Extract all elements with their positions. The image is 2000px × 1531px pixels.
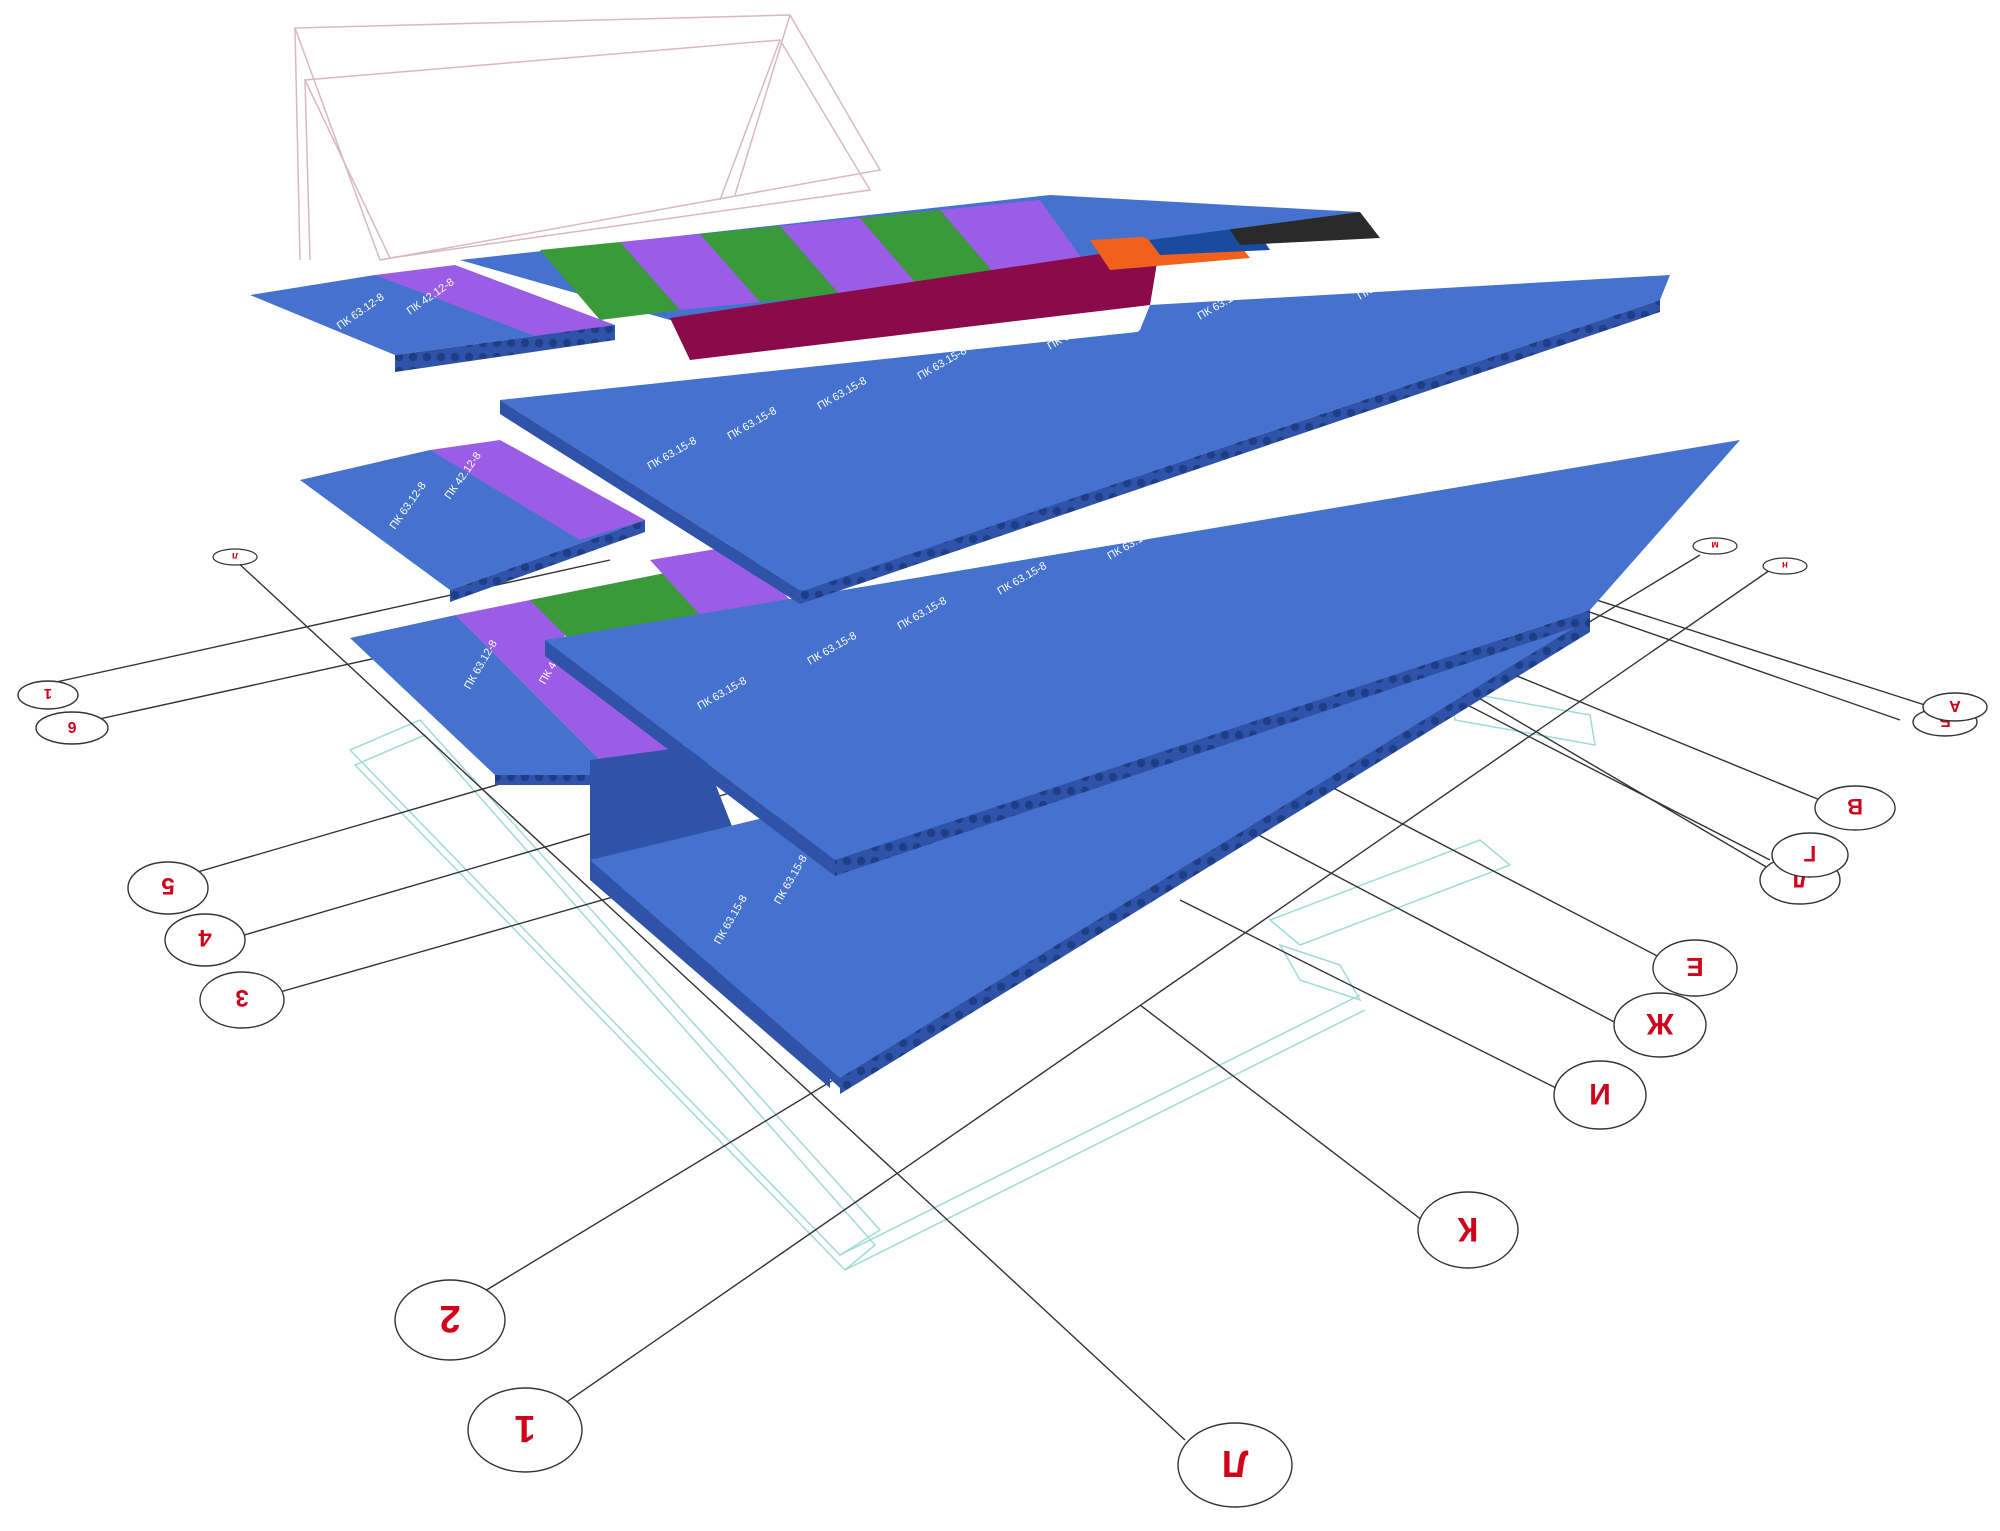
axis-label: н bbox=[1782, 559, 1788, 570]
axis-label: Ж bbox=[1646, 1007, 1675, 1040]
axis-label: Е bbox=[1686, 952, 1703, 982]
axis-marker-Zh: Ж bbox=[1613, 992, 1707, 1058]
axis-label: 5 bbox=[161, 872, 174, 899]
axis-label: 1 bbox=[514, 1407, 535, 1449]
axis-marker-I: И bbox=[1553, 1060, 1647, 1130]
slab-label: ПК 63.15-8 bbox=[1226, 485, 1279, 523]
slab-label: ПК 63.15-8 bbox=[1496, 240, 1549, 278]
axis-marker-2: 2 bbox=[394, 1279, 506, 1361]
axis-label: В bbox=[1847, 794, 1863, 819]
axis-label: 6 bbox=[67, 718, 76, 735]
axis-marker-1-small: 1 bbox=[17, 680, 79, 710]
axis-marker-G: Г bbox=[1771, 832, 1849, 878]
axis-markers: 1 6 5 4 3 2 1 Л bbox=[17, 537, 1988, 1508]
axis-marker-E: Е bbox=[1652, 939, 1738, 997]
axis-marker-tiny-right-1: м bbox=[1692, 537, 1738, 555]
foundation-outline bbox=[348, 689, 1596, 1272]
axis-marker-V: В bbox=[1814, 785, 1896, 831]
axis-label: 4 bbox=[198, 924, 212, 951]
axis-marker-3: 3 bbox=[199, 971, 285, 1029]
axis-marker-L: Л bbox=[1177, 1422, 1293, 1508]
axis-marker-K: К bbox=[1417, 1191, 1519, 1269]
axis-label: 2 bbox=[439, 1297, 460, 1339]
slab-label: ПК 63.15-8 bbox=[1476, 415, 1529, 453]
axis-label: И bbox=[1589, 1077, 1611, 1110]
axis-marker-4: 4 bbox=[164, 913, 246, 967]
axis-label: л bbox=[232, 550, 238, 561]
axis-marker-tiny-left: л bbox=[212, 548, 258, 566]
axis-marker-5: 5 bbox=[127, 861, 209, 915]
axis-label: Л bbox=[1222, 1442, 1249, 1484]
axis-label: 1 bbox=[44, 685, 52, 702]
floor-level-3: ПК 63.12-8 ПК 42.12-8 ПК 63.15-8 ПК 63.1… bbox=[350, 598, 1590, 1094]
floor-level-1: ПК 63.12-8 ПК 42.12-8 ПК 63.15-8 ПК 63.1… bbox=[250, 195, 1670, 604]
axis-label: К bbox=[1457, 1210, 1478, 1248]
axis-marker-6: 6 bbox=[35, 711, 109, 745]
floor-level-2-left: ПК 63.12-8 ПК 42.12-8 bbox=[300, 440, 645, 602]
axis-label: м bbox=[1711, 539, 1718, 550]
axis-marker-1-large: 1 bbox=[467, 1387, 583, 1473]
axis-label: Г bbox=[1803, 841, 1816, 866]
axis-label: А bbox=[1949, 697, 1961, 714]
axis-label: 3 bbox=[235, 984, 248, 1011]
axis-marker-A: А bbox=[1922, 692, 1988, 722]
slab-label: ПК 63.15-8 bbox=[1356, 445, 1409, 483]
axis-marker-tiny-right-2: н bbox=[1762, 557, 1808, 575]
roof-outline bbox=[293, 14, 882, 261]
